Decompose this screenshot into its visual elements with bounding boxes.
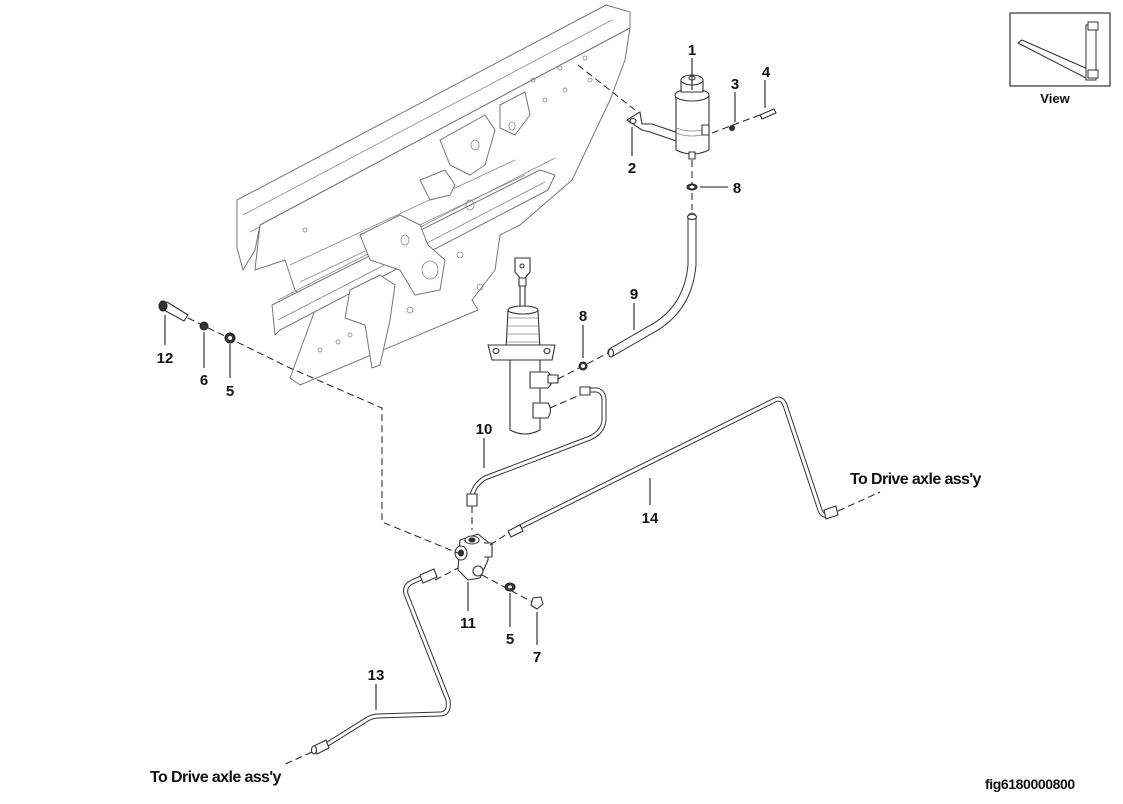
brake-pipe-part-13 [282, 567, 459, 766]
note-to-drive-axle-left: To Drive axle ass'y [150, 769, 282, 786]
master-cylinder [487, 257, 559, 435]
hose-part-9 [607, 212, 698, 358]
callout-numbers: 1 2 3 4 8 9 8 12 6 5 10 14 11 5 7 13 [157, 42, 771, 684]
forklift-fork-icon [1017, 21, 1099, 81]
callout-leaders [164, 58, 766, 710]
figure-id: fig6180000800 [985, 776, 1075, 792]
callout-8-upper: 8 [733, 180, 741, 197]
lower-fasteners [481, 574, 544, 610]
note-to-drive-axle-right: To Drive axle ass'y [850, 471, 982, 488]
callout-12: 12 [157, 350, 174, 367]
callout-5-lower: 5 [506, 631, 514, 648]
washer-part-6 [199, 321, 209, 331]
left-fasteners [158, 300, 459, 554]
callout-3: 3 [731, 76, 739, 93]
callout-7: 7 [533, 649, 541, 666]
callout-13: 13 [368, 667, 385, 684]
washer-part-3 [729, 125, 735, 131]
callout-9: 9 [630, 286, 638, 303]
nut-part-7 [530, 596, 544, 610]
callout-2: 2 [628, 160, 636, 177]
view-inset: View [1009, 12, 1111, 106]
callout-10: 10 [476, 421, 493, 438]
bolt-part-4 [759, 108, 777, 120]
tee-joint-part-11 [454, 533, 493, 581]
hose-clamp-part-8-lower [557, 352, 609, 380]
chassis-frame [236, 4, 631, 386]
callout-8-lower: 8 [579, 308, 587, 325]
view-label: View [1040, 91, 1070, 106]
callout-1: 1 [688, 42, 696, 59]
callout-5-left: 5 [226, 383, 234, 400]
brake-pipe-part-10 [466, 386, 607, 530]
callout-6: 6 [200, 372, 208, 389]
callout-11: 11 [460, 615, 476, 632]
callout-4: 4 [762, 64, 771, 81]
brake-pipe-part-14 [489, 396, 881, 546]
callout-14: 14 [642, 510, 659, 527]
